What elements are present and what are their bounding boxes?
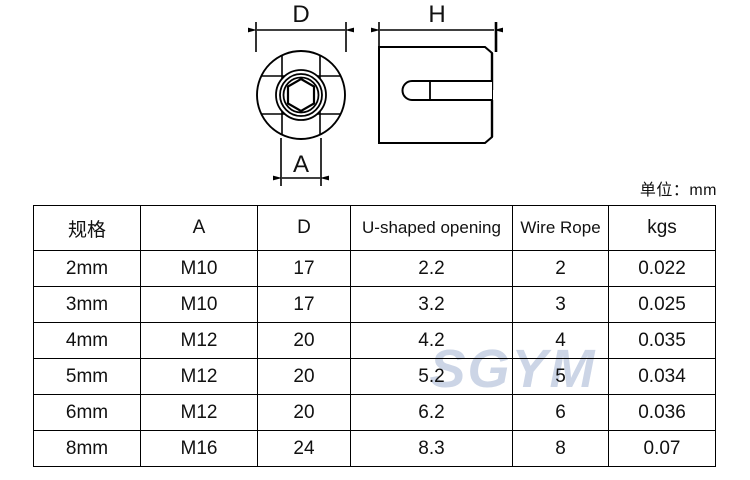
cell-u-opening: 6.2 [350, 394, 513, 431]
dimension-label-h: H [428, 1, 445, 28]
cell-u-opening: 5.2 [350, 358, 513, 395]
front-view-drawing: D A [248, 1, 354, 186]
cell-d: 20 [257, 394, 351, 431]
cell-a: M12 [140, 322, 258, 359]
technical-drawings: D A H [0, 0, 750, 195]
cell-u-opening: 2.2 [350, 250, 513, 287]
cell-wire-rope: 4 [512, 322, 609, 359]
cell-u-opening: 3.2 [350, 286, 513, 323]
table-row: 4mm M12 20 4.2 4 0.035 [33, 322, 716, 359]
cell-wire-rope: 6 [512, 394, 609, 431]
column-header-a: A [140, 205, 258, 251]
cell-a: M10 [140, 286, 258, 323]
column-header-u-opening: U-shaped opening [350, 205, 513, 251]
column-header-spec: 规格 [33, 205, 141, 251]
cell-spec: 6mm [33, 394, 141, 431]
cell-d: 20 [257, 358, 351, 395]
spec-table-container: 规格 A D U-shaped opening Wire Rope kgs 2m… [33, 205, 716, 467]
cell-u-opening: 4.2 [350, 322, 513, 359]
cell-spec: 4mm [33, 322, 141, 359]
table-row: 5mm M12 20 5.2 5 0.034 [33, 358, 716, 395]
cell-spec: 2mm [33, 250, 141, 287]
cell-u-opening: 8.3 [350, 430, 513, 467]
table-row: 2mm M10 17 2.2 2 0.022 [33, 250, 716, 287]
cell-a: M12 [140, 394, 258, 431]
cell-a: M16 [140, 430, 258, 467]
cell-wire-rope: 2 [512, 250, 609, 287]
table-row: 3mm M10 17 3.2 3 0.025 [33, 286, 716, 323]
cell-kgs: 0.022 [608, 250, 716, 287]
column-header-d: D [257, 205, 351, 251]
cell-d: 17 [257, 250, 351, 287]
cell-kgs: 0.035 [608, 322, 716, 359]
cell-spec: 3mm [33, 286, 141, 323]
cell-spec: 5mm [33, 358, 141, 395]
side-view-drawing: H [371, 1, 503, 144]
cell-kgs: 0.025 [608, 286, 716, 323]
cell-wire-rope: 5 [512, 358, 609, 395]
cell-d: 20 [257, 322, 351, 359]
cell-d: 17 [257, 286, 351, 323]
column-header-kgs: kgs [608, 205, 716, 251]
dimension-label-d: D [292, 1, 309, 28]
cell-kgs: 0.036 [608, 394, 716, 431]
unit-note: 单位：mm [639, 182, 717, 199]
table-row: 6mm M12 20 6.2 6 0.036 [33, 394, 716, 431]
cell-wire-rope: 3 [512, 286, 609, 323]
cell-a: M12 [140, 358, 258, 395]
column-header-wire-rope: Wire Rope [512, 205, 609, 251]
table-row: 8mm M16 24 8.3 8 0.07 [33, 430, 716, 467]
dimension-label-a: A [293, 151, 309, 178]
table-header-row: 规格 A D U-shaped opening Wire Rope kgs [33, 205, 716, 251]
cell-d: 24 [257, 430, 351, 467]
spec-table: 规格 A D U-shaped opening Wire Rope kgs 2m… [33, 205, 716, 467]
cell-a: M10 [140, 250, 258, 287]
cell-spec: 8mm [33, 430, 141, 467]
cell-kgs: 0.07 [608, 430, 716, 467]
cell-kgs: 0.034 [608, 358, 716, 395]
cell-wire-rope: 8 [512, 430, 609, 467]
